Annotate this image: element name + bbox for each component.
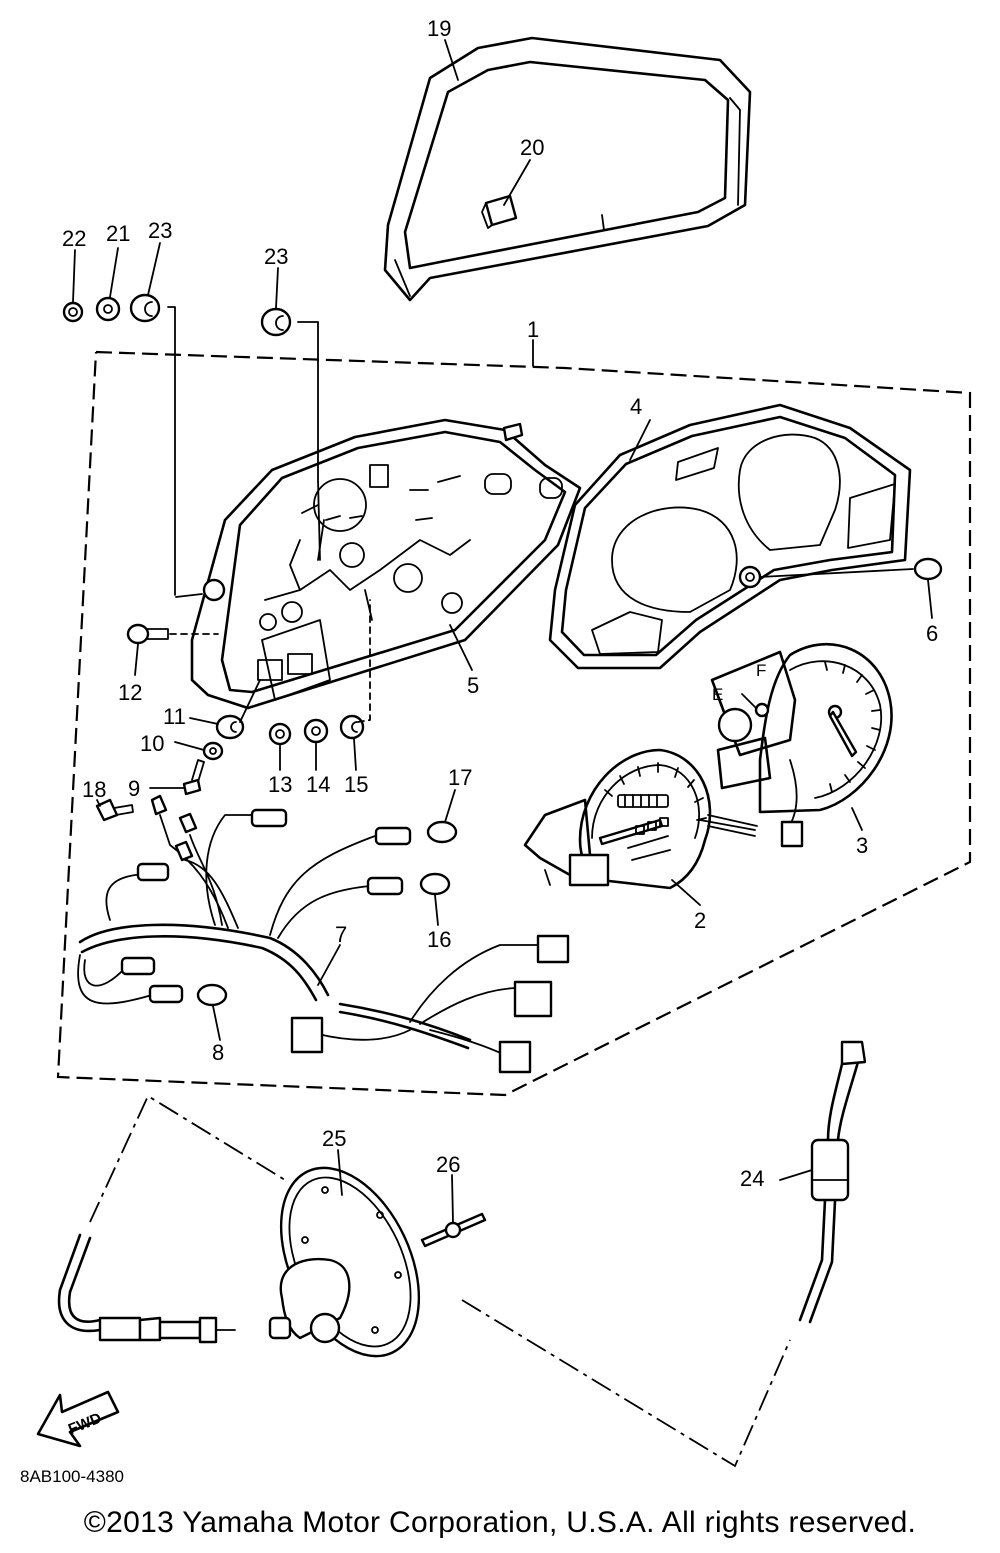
callout-9: 9	[128, 776, 140, 801]
copyright-notice: ©2013 Yamaha Motor Corporation, U.S.A. A…	[83, 1506, 917, 1539]
speedometer[interactable]	[523, 748, 758, 890]
grommet-on-panel[interactable]	[738, 565, 762, 589]
screw-18[interactable]	[95, 798, 134, 822]
collar-13[interactable]	[268, 722, 292, 746]
callout-10: 10	[140, 731, 164, 756]
meter-case[interactable]	[175, 418, 582, 710]
callout-21: 21	[106, 221, 130, 246]
grommet-23-right[interactable]	[260, 307, 292, 337]
callout-25: 25	[322, 1126, 346, 1151]
bulb-16[interactable]	[419, 872, 451, 896]
washer-21[interactable]	[95, 296, 121, 322]
callout-17: 17	[448, 765, 472, 790]
callout-leaders	[72, 39, 933, 1223]
wiring-harness[interactable]	[77, 794, 570, 1074]
callout-19: 19	[427, 16, 451, 41]
callout-2: 2	[694, 908, 706, 933]
nut-22[interactable]	[62, 301, 84, 323]
meter-panel[interactable]	[548, 403, 912, 670]
callout-23-right: 23	[264, 244, 288, 269]
callout-3: 3	[856, 833, 868, 858]
callout-18: 18	[82, 777, 106, 802]
bulb-8[interactable]	[196, 983, 228, 1007]
mounting-leaders	[167, 306, 371, 723]
callout-15: 15	[344, 772, 368, 797]
callout-24: 24	[740, 1166, 764, 1191]
grommet-23-left[interactable]	[129, 293, 161, 323]
lens-clip-20[interactable]	[481, 194, 518, 229]
callout-11: 11	[163, 704, 186, 729]
callout-20: 20	[520, 135, 544, 160]
meter-cover-lens[interactable]	[383, 36, 752, 302]
callout-14: 14	[306, 772, 330, 797]
callout-23-left: 23	[148, 218, 172, 243]
callout-22: 22	[62, 226, 86, 251]
grommet-15[interactable]	[339, 714, 365, 740]
speedometer-gear-unit[interactable]	[253, 1146, 446, 1378]
callout-16: 16	[427, 927, 451, 952]
meter-assembly-boundary	[56, 350, 972, 1097]
fwd-label: FWD	[66, 1410, 104, 1439]
callout-5: 5	[467, 673, 479, 698]
callout-1: 1	[527, 317, 539, 342]
gear-unit-leaders	[89, 1094, 791, 1468]
speedometer-cable[interactable]	[798, 1040, 867, 1324]
gauge-empty-mark: E	[712, 685, 723, 704]
fuel-temp-gauge[interactable]: E F	[710, 642, 893, 848]
drive-pin-26[interactable]	[420, 1212, 487, 1248]
screw-9[interactable]	[182, 759, 205, 796]
callout-12: 12	[118, 680, 142, 705]
washer-14[interactable]	[303, 718, 329, 744]
callout-7: 7	[335, 922, 347, 947]
callout-numbers: 19 20 22 21 23 23 1 4 5 6 3 2 7 8 16 17 …	[62, 16, 938, 1191]
callout-8: 8	[212, 1040, 224, 1065]
bulb-socket-6[interactable]	[759, 557, 943, 581]
washer-10[interactable]	[202, 741, 224, 761]
screw-12[interactable]	[126, 623, 219, 645]
diagram-code: 8AB100-4380	[20, 1467, 124, 1486]
callout-6: 6	[926, 621, 938, 646]
callout-13: 13	[268, 772, 292, 797]
callout-4: 4	[630, 394, 642, 419]
cable-lower-left[interactable]	[57, 1233, 236, 1344]
callout-26: 26	[436, 1152, 460, 1177]
gauge-full-mark: F	[756, 661, 766, 680]
grommet-11[interactable]	[215, 714, 245, 740]
bulb-17[interactable]	[426, 820, 458, 844]
fwd-arrow-icon: FWD	[36, 1390, 120, 1448]
